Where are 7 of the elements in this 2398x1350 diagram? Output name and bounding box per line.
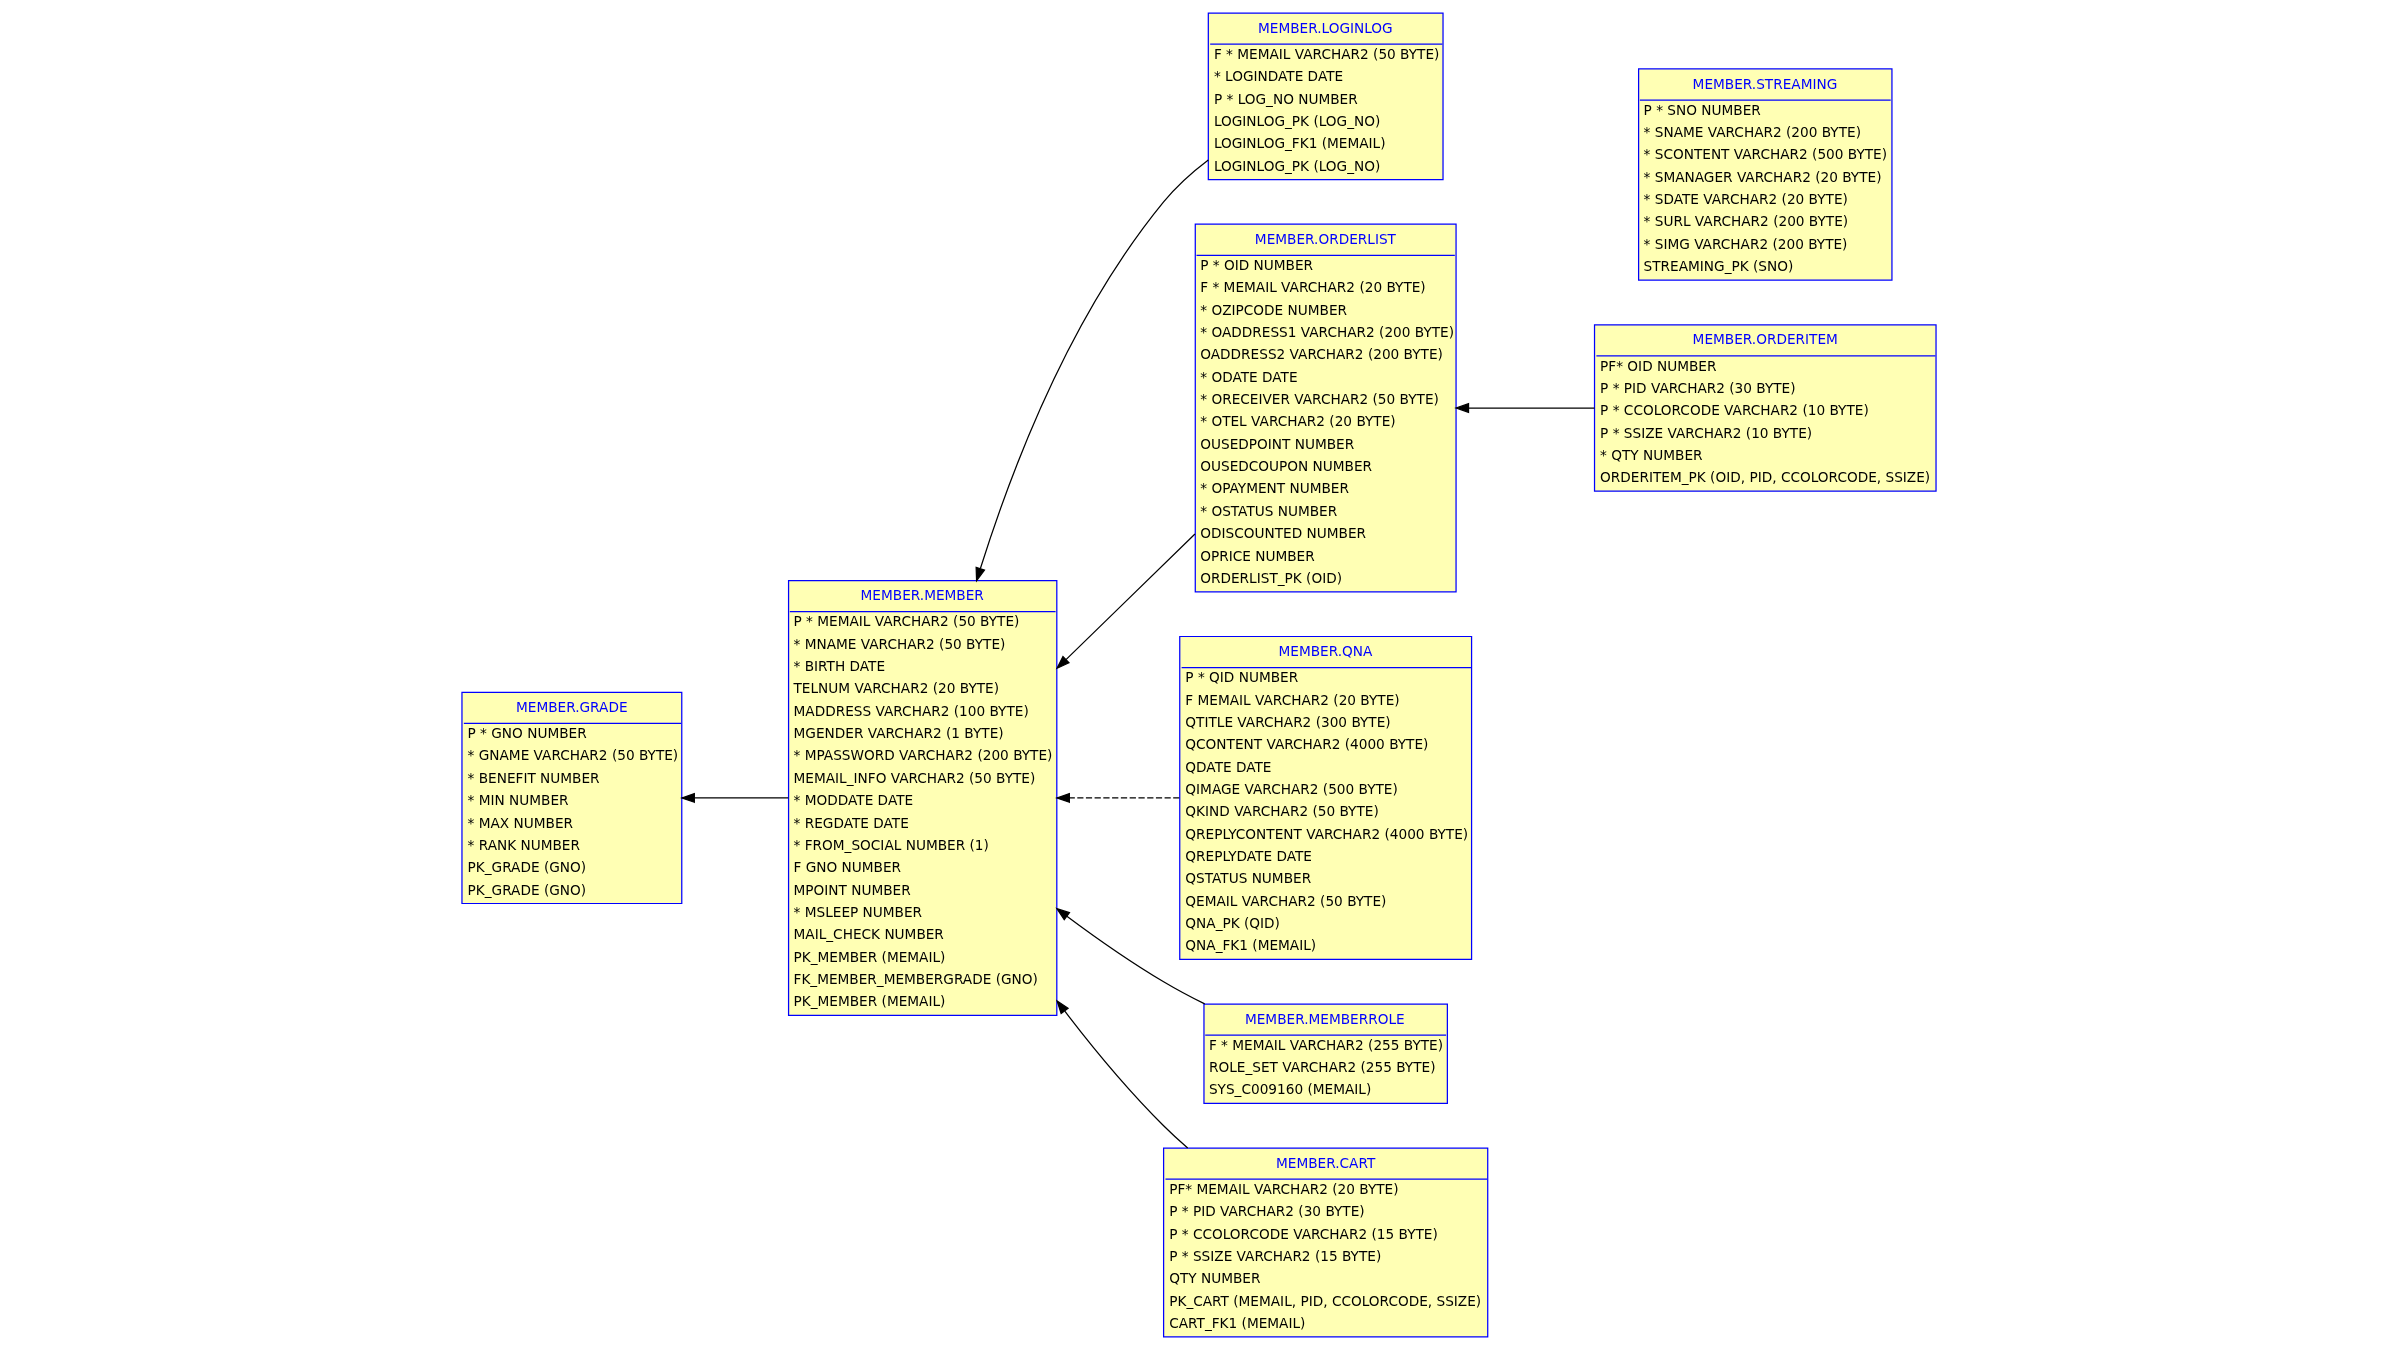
arrow: [680, 792, 789, 804]
arrow: [1055, 907, 1206, 1005]
arrow: [1055, 533, 1196, 670]
arrow: [1454, 402, 1595, 414]
arrow: [1055, 792, 1180, 804]
arrow: [975, 159, 1209, 583]
arrow: [1056, 999, 1189, 1149]
